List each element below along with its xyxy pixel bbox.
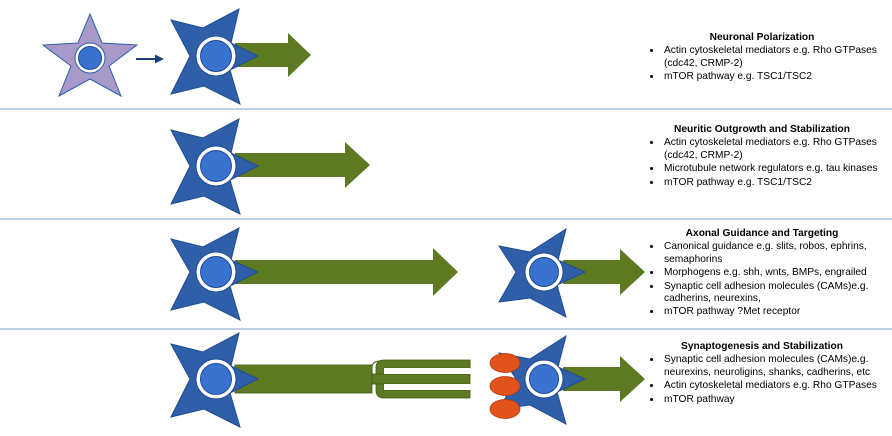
stage-synaptogenesis-graphic bbox=[170, 332, 645, 428]
axon-arrow bbox=[563, 249, 645, 295]
bullet-item: mTOR pathway bbox=[662, 394, 888, 406]
panel-title: Axonal Guidance and Targeting bbox=[685, 228, 839, 239]
nucleus bbox=[200, 363, 232, 395]
synaptic-contact bbox=[489, 353, 521, 373]
bullet-list: Actin cytoskeletal mediators e.g. Rho GT… bbox=[642, 137, 888, 189]
panel-polarization: Neuronal Polarization Actin cytoskeletal… bbox=[642, 32, 888, 85]
stage-polarization-graphic bbox=[41, 8, 311, 105]
axon-arrow bbox=[235, 142, 370, 188]
axon-arrow bbox=[563, 356, 645, 402]
panel-dividers bbox=[0, 108, 892, 330]
axon-arrow bbox=[235, 33, 311, 77]
bullet-item: Canonical guidance e.g. slits, robos, ep… bbox=[662, 241, 888, 266]
bullet-item: Morphogens e.g. shh, wnts, BMPs, engrail… bbox=[662, 267, 888, 279]
bullet-item: Actin cytoskeletal mediators e.g. Rho GT… bbox=[662, 45, 888, 70]
nucleus bbox=[200, 150, 232, 182]
bullet-item: Synaptic cell adhesion molecules (CAMs)e… bbox=[662, 281, 888, 306]
panel-title: Synaptogenesis and Stabilization bbox=[681, 341, 843, 352]
bullet-item: mTOR pathway e.g. TSC1/TSC2 bbox=[662, 177, 888, 189]
bullet-item: Actin cytoskeletal mediators e.g. Rho GT… bbox=[662, 137, 888, 162]
panel-title: Neuronal Polarization bbox=[709, 32, 815, 43]
transition-arrow bbox=[136, 54, 164, 64]
stage-guidance-graphic bbox=[169, 227, 645, 321]
branched-axon bbox=[234, 359, 471, 399]
panel-guidance: Axonal Guidance and Targeting Canonical … bbox=[642, 228, 888, 320]
panel-synaptogenesis: Synaptogenesis and Stabilization Synapti… bbox=[642, 341, 888, 407]
bullet-item: Synaptic cell adhesion molecules (CAMs)e… bbox=[662, 354, 888, 379]
synaptic-contact bbox=[489, 376, 521, 396]
nucleus bbox=[200, 256, 232, 288]
polarized-neuron bbox=[170, 8, 311, 105]
bullet-item: Actin cytoskeletal mediators e.g. Rho GT… bbox=[662, 380, 888, 392]
bullet-item: Microtubule network regulators e.g. tau … bbox=[662, 163, 888, 175]
synaptic-contact bbox=[489, 399, 521, 419]
axon-arrow bbox=[235, 248, 458, 296]
stage-outgrowth-graphic bbox=[170, 118, 370, 215]
nucleus bbox=[529, 257, 559, 287]
panel-outgrowth: Neuritic Outgrowth and Stabilization Act… bbox=[642, 124, 888, 190]
panel-title: Neuritic Outgrowth and Stabilization bbox=[673, 124, 851, 135]
nucleus bbox=[78, 46, 102, 70]
bullet-item: mTOR pathway e.g. TSC1/TSC2 bbox=[662, 71, 888, 83]
unpolarized-neuron bbox=[41, 12, 139, 98]
bullet-list: Actin cytoskeletal mediators e.g. Rho GT… bbox=[642, 45, 888, 83]
bullet-list: Synaptic cell adhesion molecules (CAMs)e… bbox=[642, 354, 888, 406]
bullet-item: mTOR pathway ?Met receptor bbox=[662, 306, 888, 318]
nucleus bbox=[200, 40, 232, 72]
bullet-list: Canonical guidance e.g. slits, robos, ep… bbox=[642, 241, 888, 318]
nucleus bbox=[529, 364, 559, 394]
